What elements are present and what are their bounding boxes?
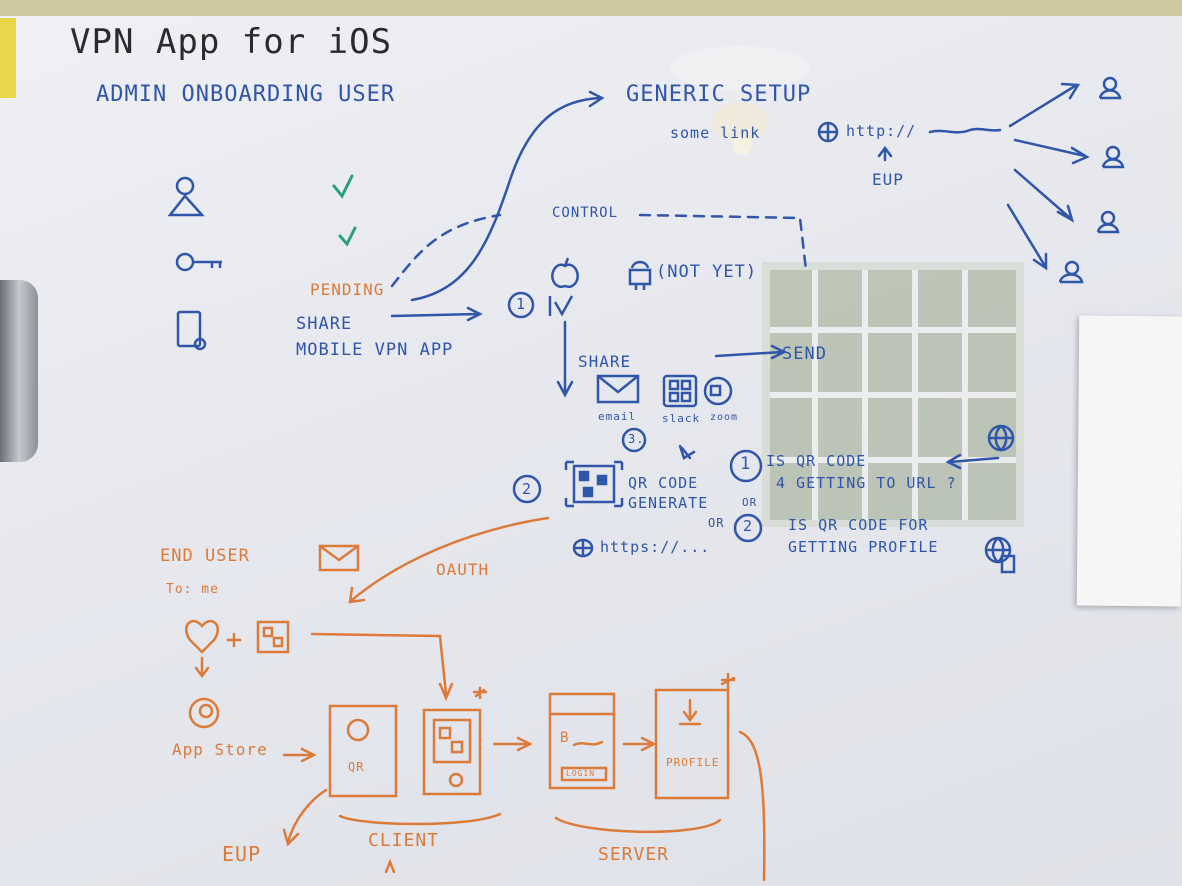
page-subtitle: ADMIN ONBOARDING USER: [96, 82, 396, 107]
globe-icon: [987, 424, 1015, 452]
question-1-line1: IS QR CODE: [766, 452, 867, 470]
email-label: email: [598, 410, 637, 423]
client-phone-1: [328, 704, 398, 798]
question-1-line2: 4 GETTING TO URL ?: [776, 474, 957, 492]
step-1-circle: [507, 291, 535, 319]
step-1-number: 1: [516, 295, 527, 313]
step-2-circle: [512, 474, 542, 504]
apple-icon: [551, 257, 579, 289]
end-user-icons: [1058, 76, 1125, 284]
mobile-vpn-app-label: MOBILE VPN APP: [296, 340, 454, 360]
or-label-2: OR: [708, 516, 725, 530]
not-yet-label: (NOT YET): [656, 262, 758, 282]
fan-reflection: [670, 46, 810, 155]
server-profile-screen: [654, 688, 730, 800]
zoom-label: zoom: [710, 412, 739, 423]
phone-icon: [176, 310, 207, 351]
window-reflection: [762, 262, 1024, 527]
end-user-eup-label: EUP: [222, 842, 262, 866]
app-store-icon: [188, 697, 220, 729]
server-label: SERVER: [598, 844, 670, 865]
to-me-label: To: me: [166, 582, 219, 597]
android-icon: [628, 260, 652, 290]
user-icon: [167, 176, 205, 217]
email-icon: [596, 374, 640, 404]
question-1-circle: [729, 449, 763, 483]
app-store-label: App Store: [172, 740, 268, 759]
profile-globe-icon: [984, 536, 1016, 574]
blue-icons: [167, 76, 1125, 574]
send-label: SEND: [782, 344, 827, 364]
https-label: https://...: [600, 538, 711, 556]
question-2-line2: GETTING PROFILE: [788, 538, 939, 556]
step-3-number: 3.: [628, 432, 645, 446]
generic-setup-title: GENERIC SETUP: [626, 82, 812, 107]
blue-connectors: [390, 82, 1090, 470]
apple-heart-icon: [185, 619, 219, 654]
question-2-line1: IS QR CODE FOR: [788, 516, 929, 534]
orange-drawings: [185, 516, 766, 882]
share-label: SHARE: [296, 314, 353, 334]
printed-sheet-text: [1101, 342, 1182, 343]
share-options-label: SHARE: [578, 352, 632, 371]
question-1-number: 1: [740, 454, 752, 474]
generic-url-label: http://: [846, 122, 917, 140]
slack-label: slack: [662, 412, 701, 425]
envelope-icon: [318, 544, 360, 572]
link-icon: [572, 538, 594, 558]
eraser: [0, 280, 38, 462]
wall: [0, 0, 1182, 16]
some-link-label: some link: [670, 124, 761, 142]
control-label: CONTROL: [552, 205, 619, 221]
generate-label: GENERATE: [628, 494, 709, 512]
qr-small-icon: [256, 620, 290, 654]
qr-code-icon: [564, 460, 624, 508]
step-3-circle: [621, 427, 647, 453]
client-label: CLIENT: [368, 830, 440, 851]
question-2-circle: [733, 513, 763, 543]
client-phone-2: [422, 708, 482, 796]
profile-label: PROFILE: [666, 756, 720, 769]
pending-label: PENDING: [310, 280, 385, 299]
marker-clip: [0, 18, 16, 98]
generic-globe-icon: [817, 121, 839, 143]
question-2-number: 2: [743, 517, 754, 535]
qr-label: QR: [348, 760, 365, 774]
qr-code-label: QR CODE: [628, 474, 699, 492]
server-login-screen: [548, 692, 616, 790]
end-user-title: END USER: [160, 546, 250, 566]
login-label: LOGIN: [566, 769, 596, 778]
checkmark-icons: [332, 174, 357, 247]
oauth-label: OAUTH: [436, 560, 490, 579]
slack-icon: [662, 374, 698, 408]
printed-sheet: [1076, 315, 1182, 607]
key-icon: [175, 252, 222, 272]
zoom-icon: [703, 376, 733, 406]
step-2-number: 2: [522, 480, 533, 498]
page-title: VPN App for iOS: [70, 22, 393, 62]
b-label: B: [560, 730, 570, 746]
or-label-1: OR: [742, 496, 758, 509]
apple-check-icon: [548, 295, 574, 317]
generic-eup-label: EUP: [872, 170, 904, 189]
